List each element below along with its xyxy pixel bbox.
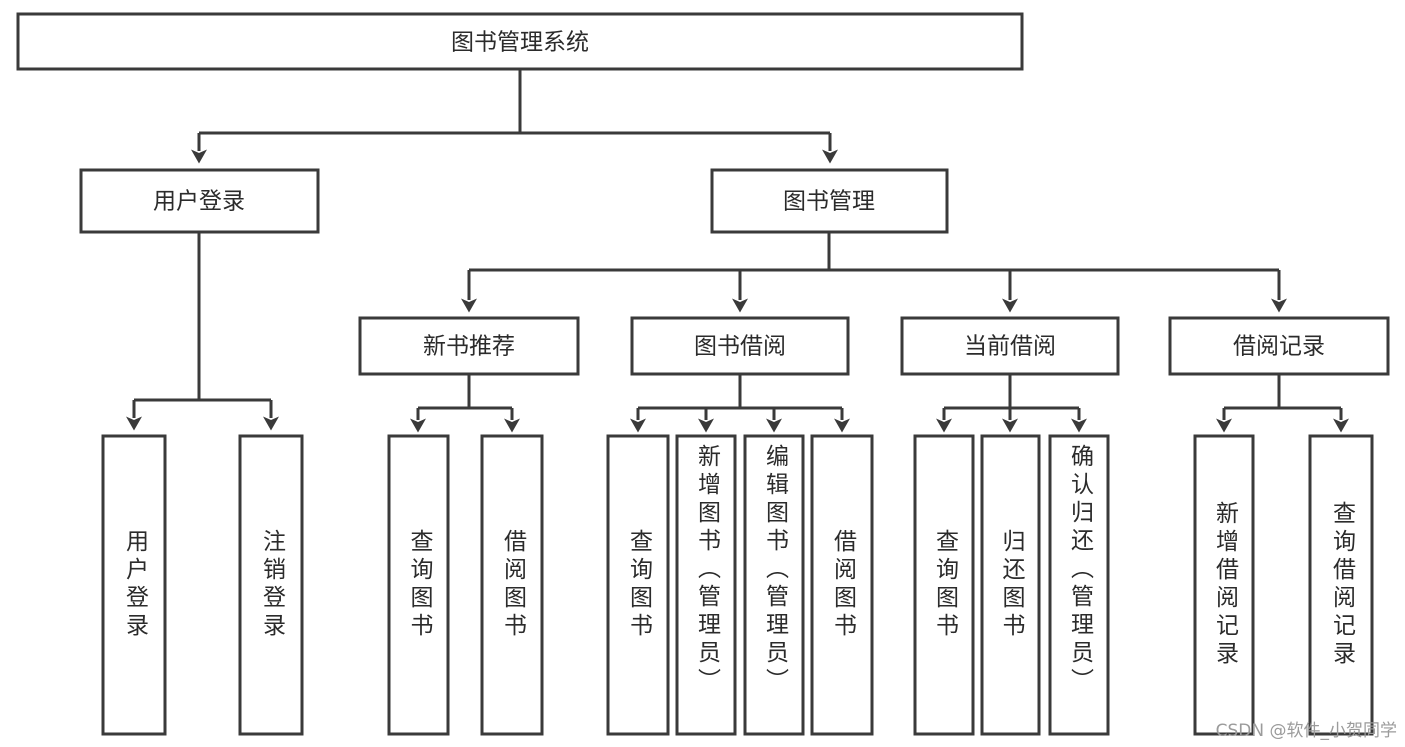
leaf-box-borrow-book[interactable] <box>810 434 874 736</box>
node-borrow-record-box[interactable] <box>1168 316 1390 376</box>
node-book-manage-box[interactable] <box>710 168 949 234</box>
node-root-box[interactable] <box>16 12 1024 71</box>
node-book-borrow-label: 图书借阅 <box>694 334 786 360</box>
leaf-box-edit-book-admin[interactable] <box>743 434 805 736</box>
node-new-book-label: 新书推荐 <box>423 334 515 360</box>
node-book-borrow-box[interactable] <box>630 316 850 376</box>
leaf-box-query-borrow-record[interactable] <box>1308 434 1374 736</box>
leaf-box-logout[interactable] <box>238 434 304 736</box>
leaf-box-confirm-return-admin[interactable] <box>1048 434 1110 736</box>
leaf-box-add-book-admin[interactable] <box>675 434 737 736</box>
node-current-borrow-label: 当前借阅 <box>964 334 1056 360</box>
leaf-box-user-login[interactable] <box>101 434 167 736</box>
leaf-box-query-book-current[interactable] <box>913 434 975 736</box>
leaf-box-query-book-borrow[interactable] <box>606 434 670 736</box>
node-current-borrow-box[interactable] <box>900 316 1120 376</box>
leaf-box-query-book-newbook[interactable] <box>387 434 450 736</box>
leaf-box-add-borrow-record[interactable] <box>1193 434 1255 736</box>
node-user-login-label: 用户登录 <box>153 189 245 215</box>
node-new-book-box[interactable] <box>358 316 580 376</box>
node-borrow-record-label: 借阅记录 <box>1233 334 1325 360</box>
leaf-box-return-book[interactable] <box>980 434 1041 736</box>
leaf-box-borrow-book-newbook[interactable] <box>480 434 544 736</box>
node-root-label: 图书管理系统 <box>451 30 589 56</box>
node-book-manage-label: 图书管理 <box>783 189 875 215</box>
